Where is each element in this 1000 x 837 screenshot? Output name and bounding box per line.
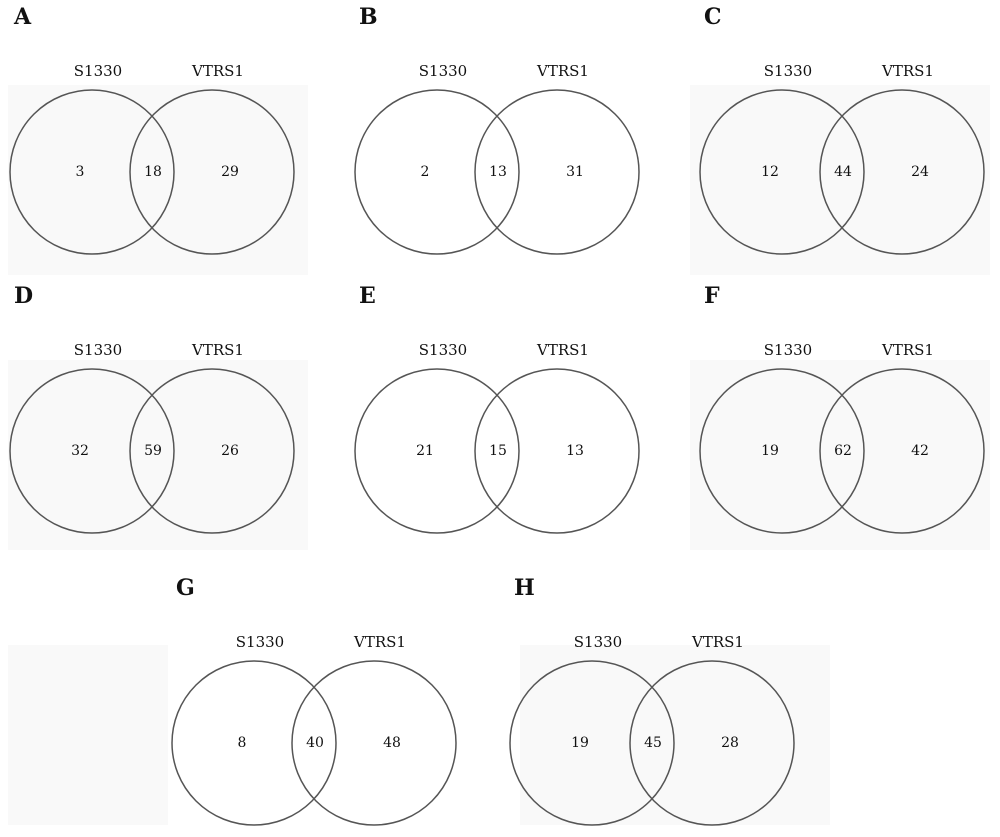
venn-circles: [699, 368, 985, 534]
count-right-only: 42: [911, 443, 929, 459]
panel-letter: E: [359, 283, 376, 309]
venn-panel-f: F S1330 VTRS1 19 62 42: [699, 283, 1000, 534]
set-label-right: VTRS1: [882, 341, 934, 359]
set-label-left: S1330: [763, 341, 813, 359]
circle-left: [9, 89, 175, 255]
panel-letter: C: [704, 4, 722, 30]
circle-right: [629, 660, 795, 826]
circle-left: [354, 89, 520, 255]
count-left-only: 32: [71, 443, 89, 459]
circle-left: [509, 660, 675, 826]
circle-right: [474, 368, 640, 534]
count-left-only: 21: [416, 443, 434, 459]
venn-circles: [699, 89, 985, 255]
count-left-only: 8: [237, 735, 247, 751]
count-right-only: 48: [383, 735, 401, 751]
set-label-left: S1330: [235, 633, 285, 651]
venn-circles: [9, 89, 295, 255]
count-overlap: 59: [144, 443, 162, 459]
set-label-left: S1330: [73, 341, 123, 359]
set-label-right: VTRS1: [192, 62, 244, 80]
set-label-right: VTRS1: [882, 62, 934, 80]
circle-right: [819, 368, 985, 534]
circle-right: [129, 368, 295, 534]
circle-left: [9, 368, 175, 534]
circle-right: [291, 660, 457, 826]
set-label-right: VTRS1: [692, 633, 744, 651]
panel-letter: G: [176, 575, 195, 601]
count-overlap: 13: [489, 164, 507, 180]
set-label-right: VTRS1: [537, 341, 589, 359]
circle-left: [699, 368, 865, 534]
venn-panel-a: A S1330 VTRS1 3 18 29: [9, 4, 330, 255]
count-left-only: 3: [75, 164, 85, 180]
set-label-right: VTRS1: [537, 62, 589, 80]
circle-left: [354, 368, 520, 534]
set-label-left: S1330: [418, 341, 468, 359]
panel-background: [520, 645, 830, 825]
set-label-left: S1330: [573, 633, 623, 651]
venn-circles: [171, 660, 457, 826]
set-label-right: VTRS1: [192, 341, 244, 359]
count-right-only: 28: [721, 735, 739, 751]
panel-background: [8, 645, 168, 825]
count-right-only: 24: [911, 164, 929, 180]
circle-right: [474, 89, 640, 255]
circle-left: [171, 660, 337, 826]
count-right-only: 31: [566, 164, 584, 180]
set-label-left: S1330: [763, 62, 813, 80]
circle-left: [699, 89, 865, 255]
set-label-right: VTRS1: [354, 633, 406, 651]
circle-right: [819, 89, 985, 255]
venn-circles: [354, 368, 640, 534]
venn-panel-d: D S1330 VTRS1 32 59 26: [9, 283, 330, 534]
count-left-only: 19: [761, 443, 779, 459]
panel-letter: B: [359, 4, 378, 30]
count-right-only: 29: [221, 164, 239, 180]
venn-panel-c: C S1330 VTRS1 12 44 24: [699, 4, 1000, 255]
set-label-left: S1330: [73, 62, 123, 80]
venn-panel-h: H S1330 VTRS1 19 45 28: [509, 575, 830, 826]
venn-panel-e: E S1330 VTRS1 21 15 13: [354, 283, 675, 534]
count-overlap: 40: [306, 735, 324, 751]
circle-right: [129, 89, 295, 255]
count-right-only: 13: [566, 443, 584, 459]
count-overlap: 15: [489, 443, 507, 459]
count-overlap: 44: [834, 164, 852, 180]
count-overlap: 45: [644, 735, 662, 751]
set-label-left: S1330: [418, 62, 468, 80]
count-left-only: 19: [571, 735, 589, 751]
panel-background: [8, 85, 308, 275]
count-right-only: 26: [221, 443, 239, 459]
panel-letter: D: [14, 283, 34, 309]
venn-circles: [9, 368, 295, 534]
panel-letter: F: [704, 283, 720, 309]
panel-background: [690, 85, 990, 275]
count-overlap: 62: [834, 443, 852, 459]
count-overlap: 18: [144, 164, 162, 180]
panel-letter: H: [514, 575, 535, 601]
venn-circles: [509, 660, 795, 826]
count-left-only: 2: [420, 164, 430, 180]
venn-circles: [354, 89, 640, 255]
venn-panel-b: B S1330 VTRS1 2 13 31: [354, 4, 675, 255]
count-left-only: 12: [761, 164, 779, 180]
venn-panel-g: G S1330 VTRS1 8 40 48: [171, 575, 492, 826]
panel-letter: A: [14, 4, 32, 30]
panel-background: [690, 360, 990, 550]
